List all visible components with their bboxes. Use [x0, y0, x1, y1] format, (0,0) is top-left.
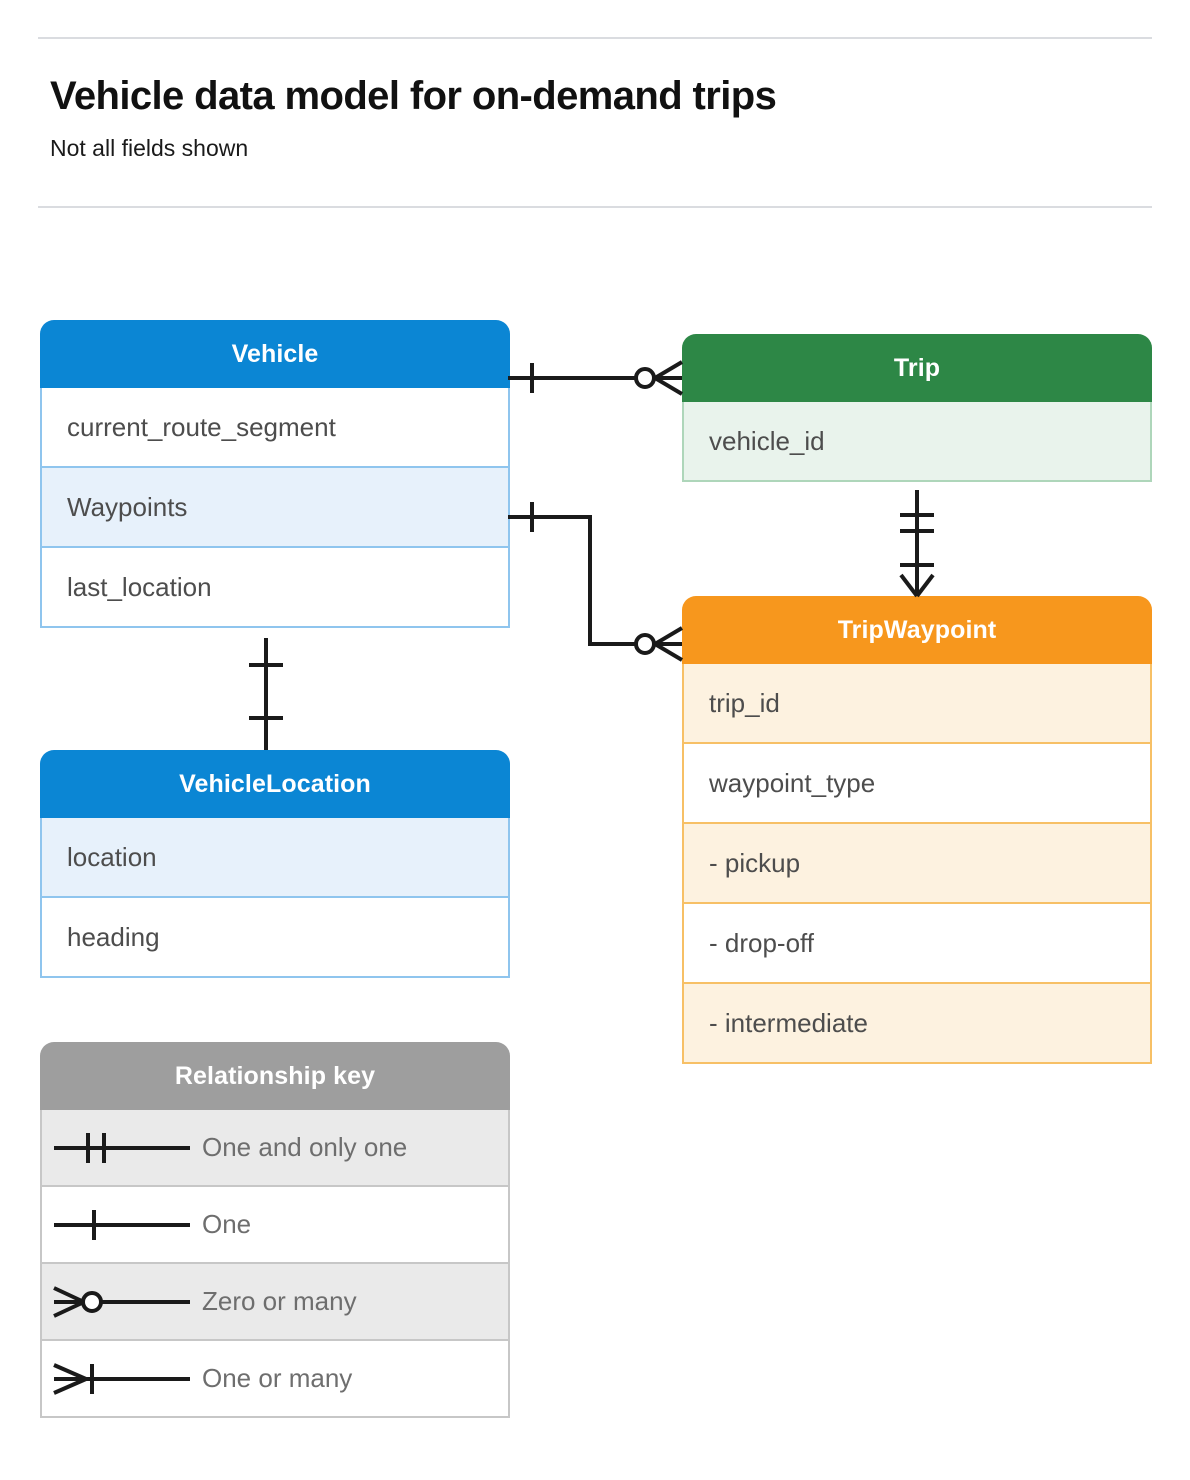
field-row[interactable]: location: [40, 818, 510, 898]
entity-tripwaypoint-fields: trip_id waypoint_type - pickup - drop-of…: [682, 664, 1152, 1064]
field-row[interactable]: - drop-off: [682, 904, 1152, 984]
field-row[interactable]: - intermediate: [682, 984, 1152, 1064]
field-row[interactable]: waypoint_type: [682, 744, 1152, 824]
page-title: Vehicle data model for on-demand trips: [50, 74, 777, 118]
legend-row: One: [40, 1187, 510, 1264]
entity-vehiclelocation-fields: location heading: [40, 818, 510, 978]
page-subtitle: Not all fields shown: [50, 135, 249, 161]
connector-vehicle-vehiclelocation: [249, 638, 283, 750]
field-row[interactable]: last_location: [40, 548, 510, 628]
legend-label: Zero or many: [202, 1286, 357, 1316]
field-row[interactable]: trip_id: [682, 664, 1152, 744]
connector-waypoints-tripwaypoint: [508, 502, 684, 662]
entity-trip[interactable]: Trip vehicle_id: [682, 334, 1152, 482]
relationship-key-legend: Relationship key One and only one One: [40, 1042, 510, 1418]
field-row[interactable]: - pickup: [682, 824, 1152, 904]
one-icon: [42, 1187, 202, 1262]
field-row[interactable]: current_route_segment: [40, 388, 510, 468]
legend-title: Relationship key: [40, 1042, 510, 1110]
legend-label: One and only one: [202, 1132, 408, 1162]
entity-vehicle-fields: current_route_segment Waypoints last_loc…: [40, 388, 510, 628]
entity-vehiclelocation[interactable]: VehicleLocation location heading: [40, 750, 510, 978]
entity-vehicle[interactable]: Vehicle current_route_segment Waypoints …: [40, 320, 510, 628]
header-divider-top: [38, 37, 1152, 39]
legend-row: One or many: [40, 1341, 510, 1418]
legend-label: One: [202, 1209, 252, 1239]
entity-trip-fields: vehicle_id: [682, 402, 1152, 482]
entity-tripwaypoint[interactable]: TripWaypoint trip_id waypoint_type - pic…: [682, 596, 1152, 1064]
entity-trip-title: Trip: [682, 334, 1152, 402]
field-row[interactable]: heading: [40, 898, 510, 978]
legend-row: Zero or many: [40, 1264, 510, 1341]
entity-vehicle-title: Vehicle: [40, 320, 510, 388]
zero-or-many-icon: [42, 1264, 202, 1339]
entity-tripwaypoint-title: TripWaypoint: [682, 596, 1152, 664]
connector-vehicle-trip: [508, 360, 684, 396]
one-and-only-one-icon: [42, 1110, 202, 1185]
entity-vehiclelocation-title: VehicleLocation: [40, 750, 510, 818]
field-row[interactable]: Waypoints: [40, 468, 510, 548]
legend-row: One and only one: [40, 1110, 510, 1187]
one-or-many-icon: [42, 1341, 202, 1416]
connector-trip-tripwaypoint: [899, 490, 935, 598]
header-divider-bottom: [38, 206, 1152, 208]
field-row[interactable]: vehicle_id: [682, 402, 1152, 482]
legend-label: One or many: [202, 1363, 353, 1393]
